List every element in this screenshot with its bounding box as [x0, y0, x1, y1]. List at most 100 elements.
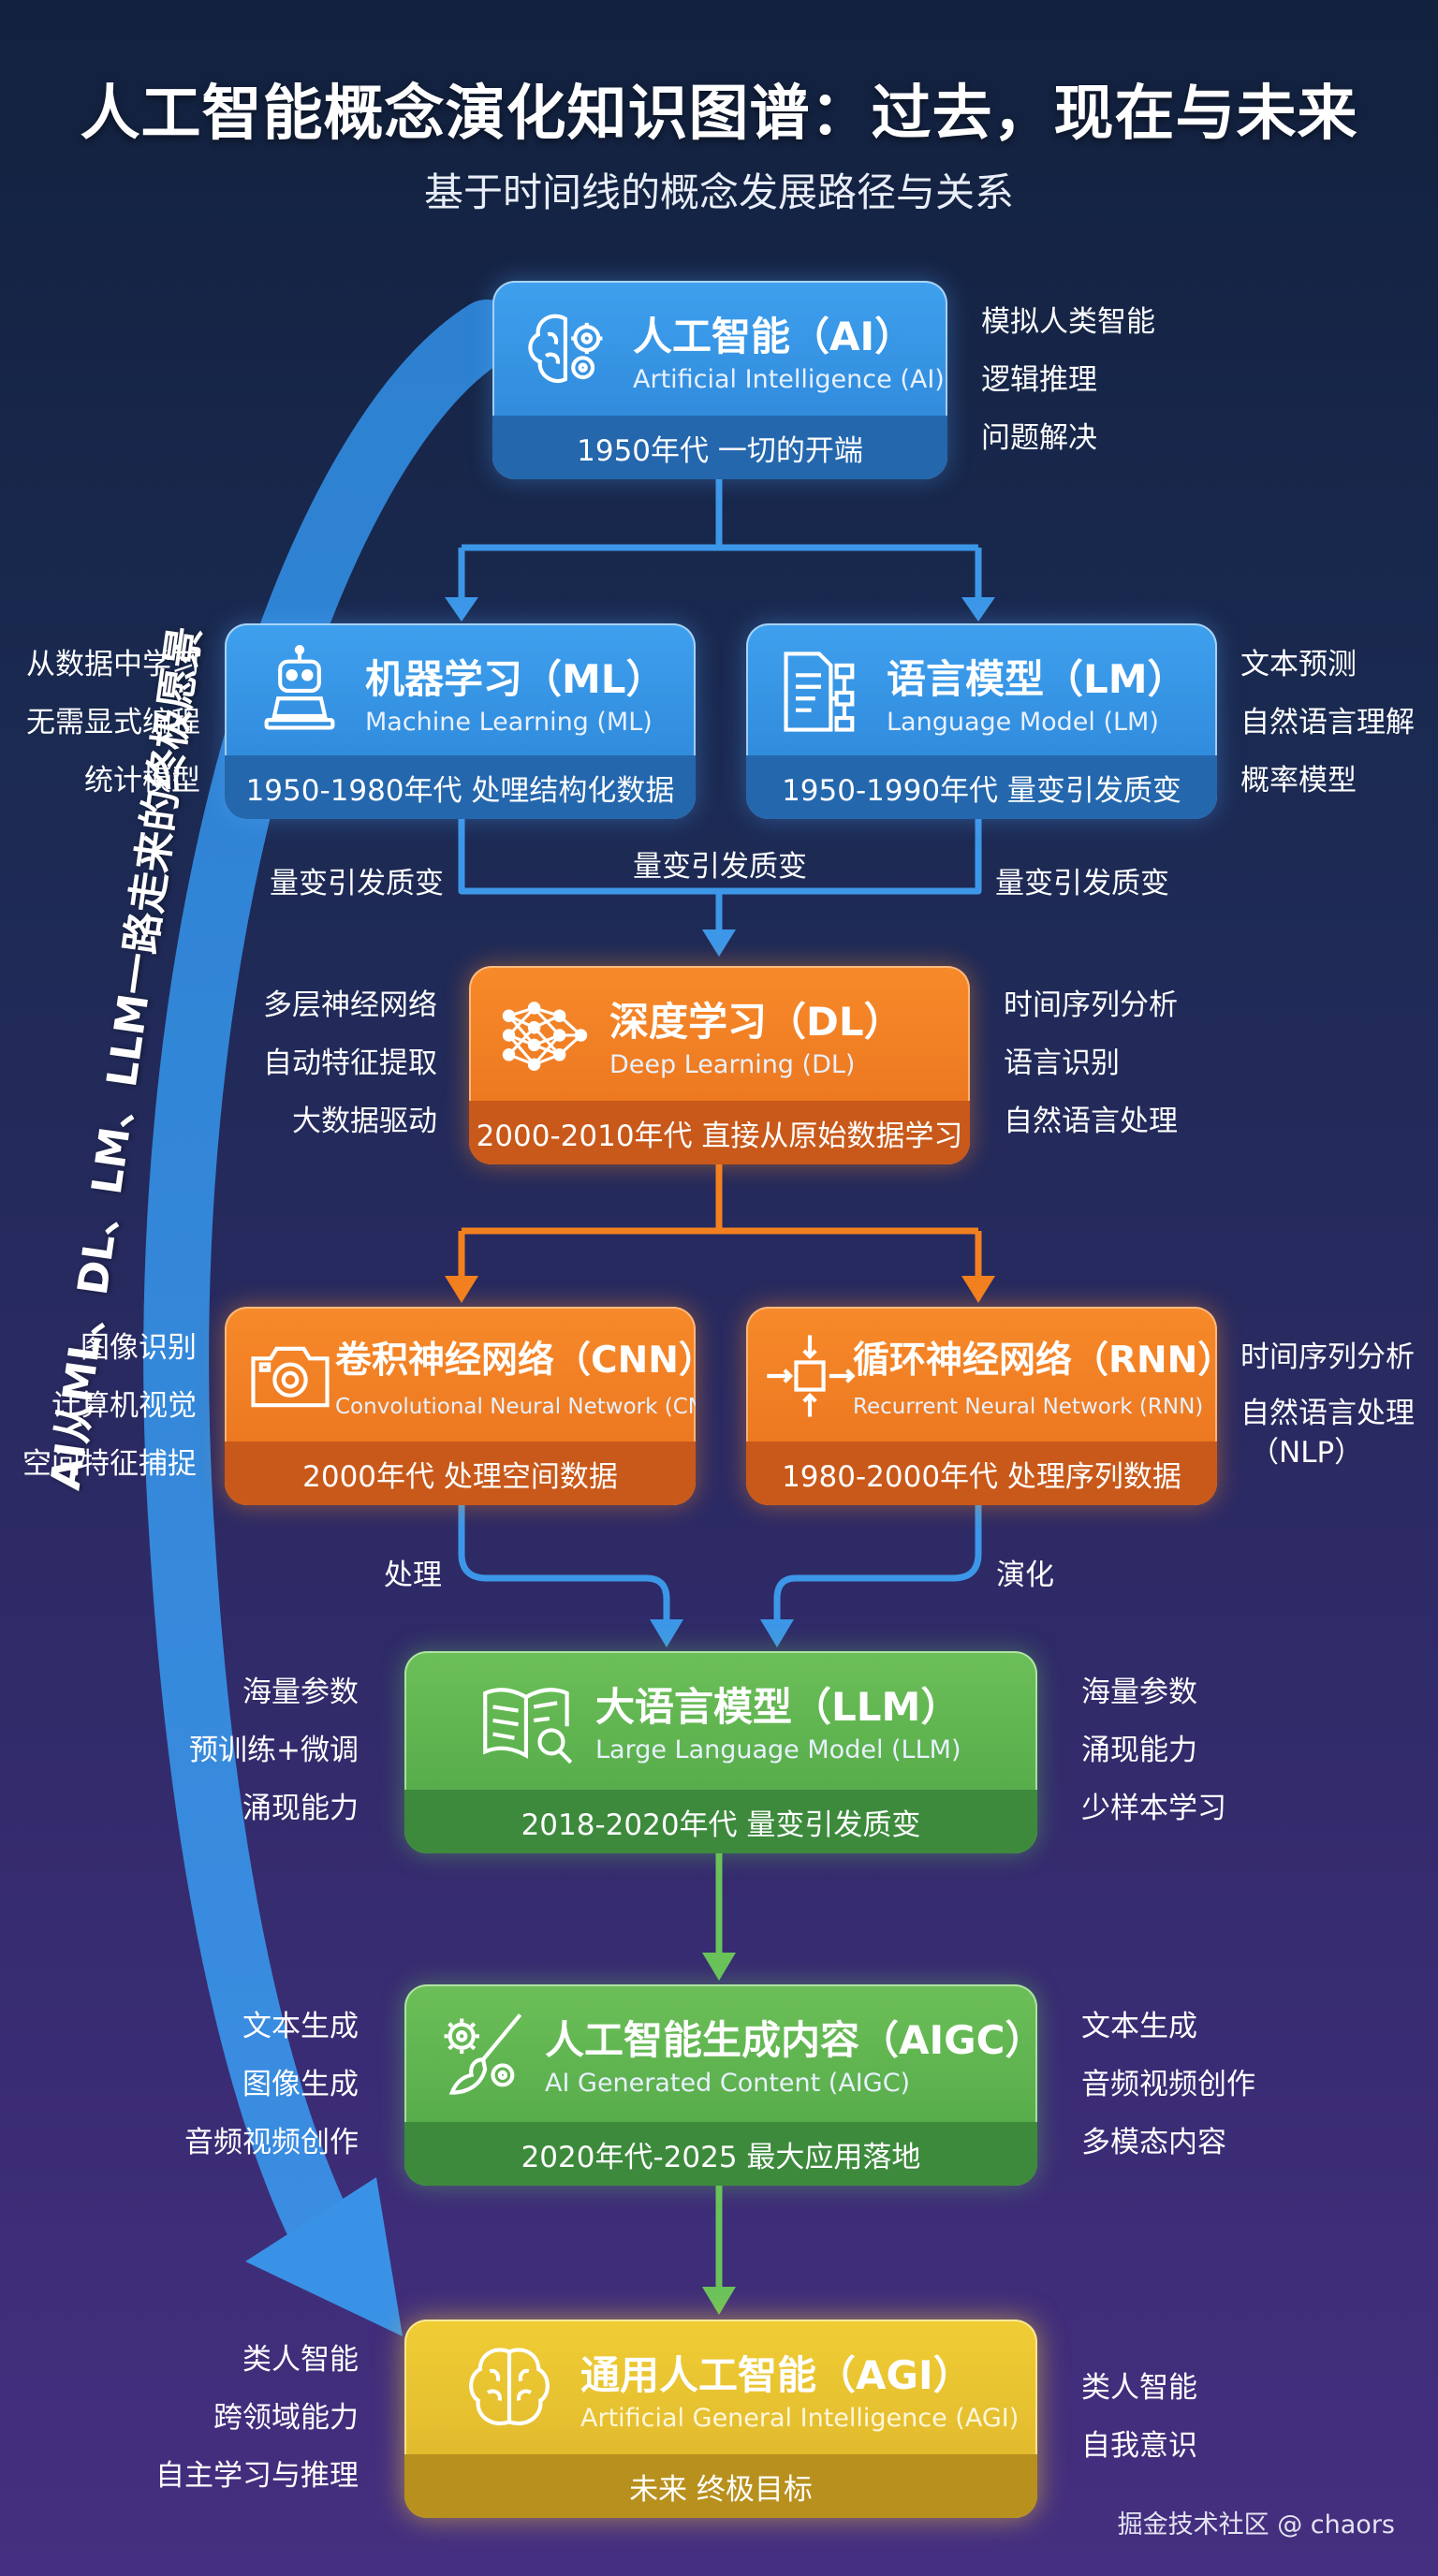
node-cnn-title: 卷积神经网络（CNN） — [335, 1339, 696, 1382]
node-ml: 机器学习（ML） Machine Learning (ML) 1950-1980… — [225, 623, 696, 819]
label-lm-to-dl: 量变引发质变 — [995, 867, 1169, 900]
tag: 无需显式编程 — [26, 706, 200, 739]
node-agi: 通用人工智能（AGI） Artificial General Intellige… — [404, 2320, 1037, 2518]
tag: 大数据驱动 — [292, 1105, 437, 1138]
brain-gear-icon — [528, 314, 603, 384]
tag: 图像生成 — [242, 2068, 359, 2101]
node-aigc-title: 人工智能生成内容（AIGC） — [545, 2017, 1037, 2063]
recurrent-arrows-icon — [767, 1335, 856, 1417]
node-lm: 语言模型（LM） Language Model (LM) 1950-1990年代… — [746, 623, 1217, 819]
node-lm-title: 语言模型（LM） — [887, 656, 1187, 702]
tags-agi-right: 类人智能 自我意识 — [1081, 2359, 1197, 2475]
book-magnifier-icon — [483, 1688, 573, 1764]
tag: 图像识别 — [81, 1331, 197, 1365]
node-dl-period: 2000-2010年代 直接从原始数据学习 — [469, 1101, 970, 1164]
node-dl-english: Deep Learning (DL) — [609, 1050, 856, 1079]
tag: 类人智能 — [242, 2343, 359, 2377]
node-aigc: 人工智能生成内容（AIGC） AI Generated Content (AIG… — [404, 1984, 1037, 2186]
connector-rnn-to-llm — [773, 1505, 982, 1621]
tags-lm-right: 文本预测 自然语言理解 概率模型 — [1240, 636, 1415, 810]
arrowhead-dl — [702, 929, 736, 957]
tag: 文本预测 — [1240, 648, 1357, 681]
arrowhead-cnn — [445, 1276, 478, 1303]
label-ml-to-dl: 量变引发质变 — [270, 867, 444, 900]
page-subtitle: 基于时间线的概念发展路径与关系 — [423, 169, 1014, 215]
node-dl-title: 深度学习（DL） — [609, 999, 903, 1045]
tags-ai-right: 模拟人类智能 逻辑推理 问题解决 — [981, 293, 1155, 467]
vision-arc — [143, 300, 520, 2279]
node-ai-period: 1950年代 一切的开端 — [492, 416, 947, 479]
tag: 计算机视觉 — [51, 1389, 197, 1423]
tag: 文本生成 — [1081, 2010, 1197, 2043]
tag: 多层神经网络 — [263, 988, 437, 1022]
tag: 逻辑推理 — [981, 363, 1097, 397]
tags-rnn-right: 时间序列分析 自然语言处理 （NLP） — [1240, 1329, 1415, 1468]
node-lm-english: Language Model (LM) — [887, 708, 1159, 737]
node-ai-title: 人工智能（AI） — [633, 314, 915, 359]
connector-ai-split — [462, 479, 978, 551]
tags-aigc-right: 文本生成 音频视频创作 多模态内容 — [1081, 1998, 1255, 2172]
tag: 自动特征提取 — [263, 1046, 437, 1080]
node-llm: 大语言模型（LLM） Large Language Model (LLM) 20… — [404, 1651, 1037, 1853]
node-llm-period: 2018-2020年代 量变引发质变 — [404, 1790, 1037, 1853]
arrowhead-ml — [445, 597, 478, 622]
connector-dl-split — [462, 1164, 978, 1235]
credit-watermark: 掘金技术社区 @ chaors — [1117, 2510, 1395, 2539]
arrowhead-agi — [702, 2287, 736, 2315]
node-ml-title: 机器学习（ML） — [365, 656, 666, 702]
tag: 从数据中学习 — [26, 648, 200, 681]
node-rnn: 循环神经网络（RNN） Recurrent Neural Network (RN… — [746, 1307, 1217, 1505]
document-tree-icon — [784, 651, 855, 732]
tag: 多模态内容 — [1081, 2126, 1226, 2159]
tag: 涌现能力 — [242, 1792, 359, 1825]
arrowhead-llm-right — [760, 1619, 794, 1647]
tag: 少样本学习 — [1081, 1792, 1226, 1825]
tag: 涌现能力 — [1081, 1734, 1197, 1767]
camera-icon — [251, 1346, 330, 1408]
node-agi-period: 未来 终极目标 — [404, 2454, 1037, 2518]
node-aigc-period: 2020年代-2025 最大应用落地 — [404, 2122, 1037, 2186]
page-title: 人工智能概念演化知识图谱：过去，现在与未来 — [80, 80, 1358, 149]
label-rnn-to-llm: 演化 — [996, 1559, 1054, 1592]
tag: 跨领域能力 — [213, 2401, 359, 2435]
node-cnn-period: 2000年代 处理空间数据 — [225, 1442, 696, 1505]
tag: 时间序列分析 — [1004, 988, 1178, 1022]
tags-llm-left: 海量参数 预训练+微调 涌现能力 — [189, 1663, 359, 1837]
tag: 自然语言处理 — [1004, 1105, 1178, 1138]
node-llm-english: Large Language Model (LLM) — [595, 1735, 961, 1764]
tag: 海量参数 — [242, 1676, 359, 1709]
gear-brush-icon — [444, 2013, 522, 2095]
tag: 空间特征捕捉 — [22, 1447, 197, 1481]
tag: 音频视频创作 — [1081, 2068, 1255, 2101]
tag: 语言识别 — [1004, 1046, 1120, 1080]
tag: 时间序列分析 — [1240, 1340, 1415, 1374]
node-ai-english: Artificial Intelligence (AI) — [633, 365, 945, 394]
node-ml-period: 1950-1980年代 处哩结构化数据 — [225, 755, 696, 819]
tag: 模拟人类智能 — [981, 305, 1155, 339]
node-rnn-english: Recurrent Neural Network (RNN) — [853, 1395, 1204, 1419]
node-llm-title: 大语言模型（LLM） — [595, 1684, 961, 1730]
tags-aigc-left: 文本生成 图像生成 音频视频创作 — [184, 1998, 359, 2172]
tag: 类人智能 — [1081, 2371, 1197, 2405]
tag: 自然语言理解 — [1240, 706, 1415, 739]
tag: 文本生成 — [242, 2010, 359, 2043]
brain-circuit-icon — [469, 2348, 550, 2425]
tag: 问题解决 — [981, 421, 1097, 455]
robot-icon — [264, 645, 335, 730]
node-cnn-english: Convolutional Neural Network (CNN) — [335, 1395, 696, 1419]
label-cnn-to-llm: 处理 — [384, 1559, 442, 1592]
vision-arc-arrowhead — [245, 2177, 403, 2336]
tag: 自然语言处理 — [1240, 1397, 1415, 1430]
arrowhead-llm-left — [650, 1619, 683, 1647]
tag: 海量参数 — [1081, 1676, 1197, 1709]
tag: 统计模型 — [84, 764, 200, 798]
node-cnn: 卷积神经网络（CNN） Convolutional Neural Network… — [225, 1307, 696, 1505]
arrowhead-lm — [961, 597, 995, 622]
tags-cnn-left: 图像识别 计算机视觉 空间特征捕捉 — [22, 1319, 197, 1493]
tag: 概率模型 — [1240, 764, 1357, 798]
node-ai: 人工智能（AI） Artificial Intelligence (AI) 19… — [492, 281, 947, 479]
tags-dl-left: 多层神经网络 自动特征提取 大数据驱动 — [263, 976, 437, 1150]
arrowhead-aigc — [702, 1953, 736, 1981]
tags-agi-left: 类人智能 跨领域能力 自主学习与推理 — [155, 2331, 359, 2505]
